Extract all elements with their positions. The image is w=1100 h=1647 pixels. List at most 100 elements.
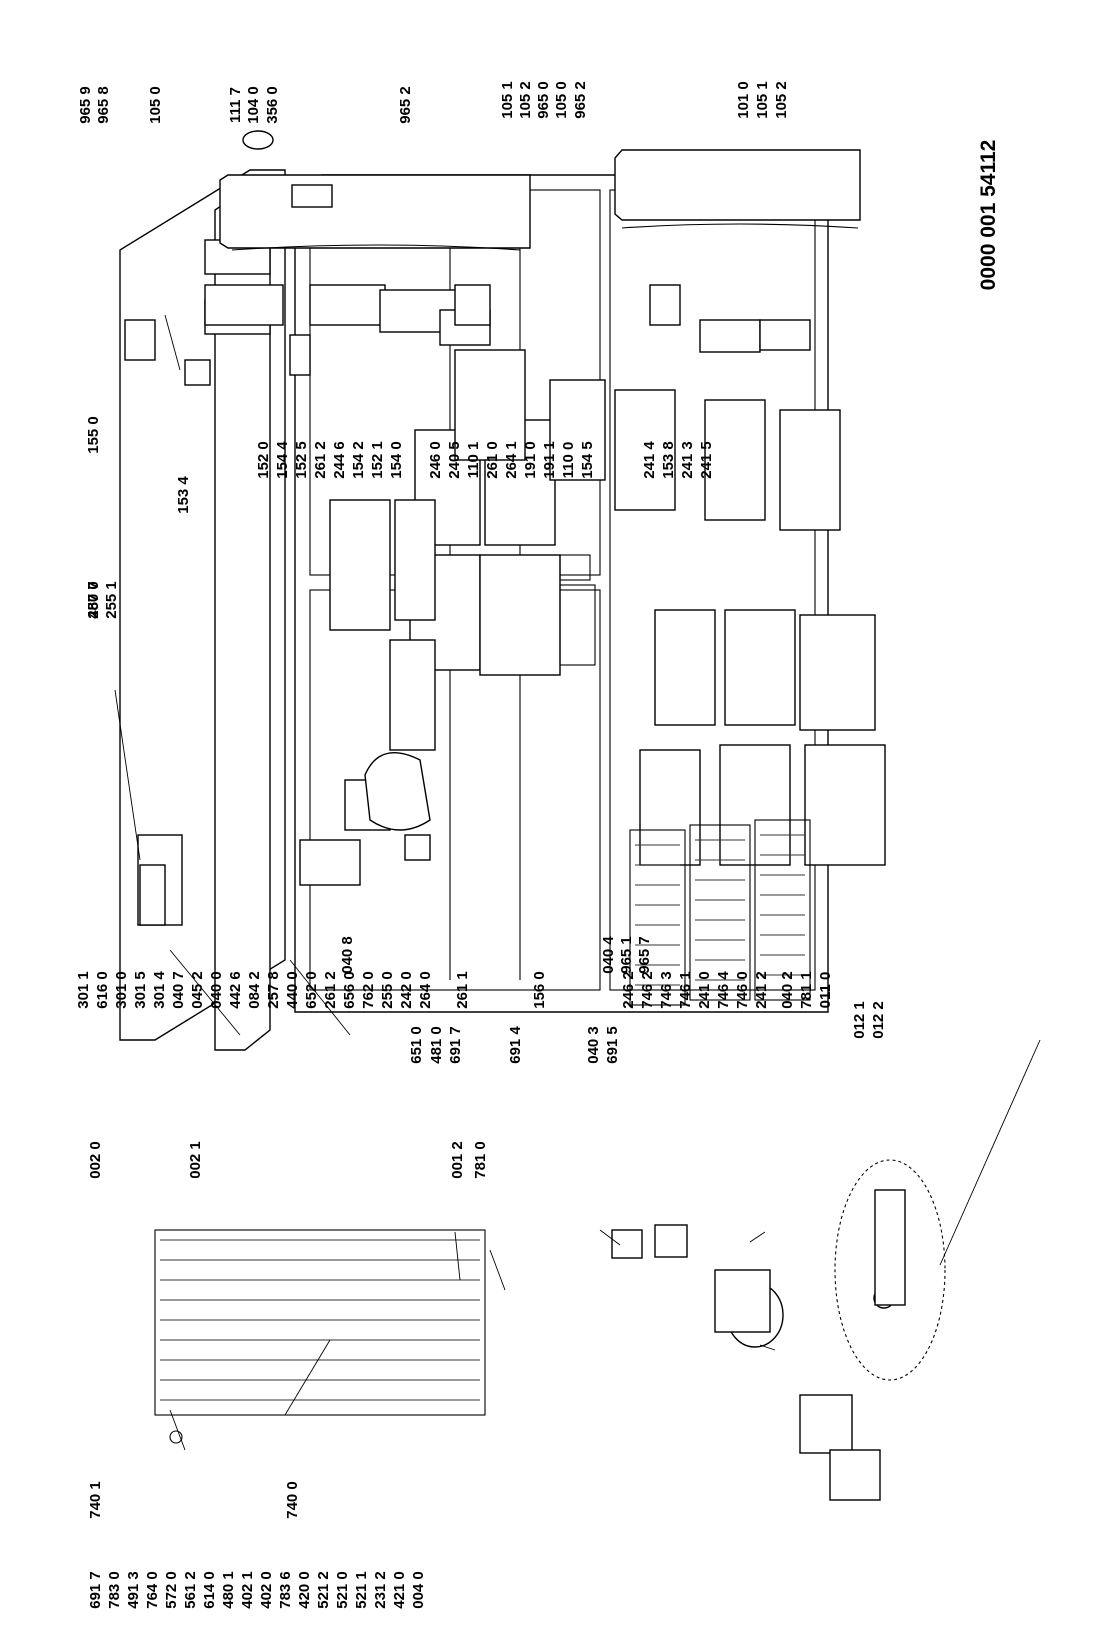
part-number-label: 110 1 xyxy=(465,442,482,479)
part-number-label: 481 0 xyxy=(428,1026,445,1064)
part-number-label: 614 0 xyxy=(201,1571,218,1609)
part-number-label: 521 1 xyxy=(353,1571,370,1609)
evaporator-grilles xyxy=(559,554,811,1006)
part-number-label: 154 4 xyxy=(274,441,291,479)
part-number-label: 191 0 xyxy=(522,441,539,479)
part-number-label: 261 2 xyxy=(312,441,329,479)
part-number-label: 965 8 xyxy=(95,86,112,124)
part-number-label: 040 8 xyxy=(339,936,356,974)
part-number-label: 521 2 xyxy=(315,1571,332,1609)
part-number-label: 781 1 xyxy=(798,971,815,1009)
part-number-label: 105 0 xyxy=(147,86,164,124)
part-number-label: 012 1 xyxy=(851,1001,868,1039)
part-number-label: 301 4 xyxy=(151,971,168,1009)
part-number-label: 084 2 xyxy=(246,971,263,1009)
part-number-label: 402 0 xyxy=(258,1571,275,1609)
part-number-label: 261 2 xyxy=(322,971,339,1009)
fan-cover-group xyxy=(137,834,183,926)
compressor-assembly xyxy=(611,1224,895,1501)
part-number-label: 764 0 xyxy=(144,1571,161,1609)
part-number-label: 040 4 xyxy=(600,936,617,974)
part-number-label: 231 2 xyxy=(372,1571,389,1609)
part-number-label: 521 0 xyxy=(334,1571,351,1609)
part-number-label: 261 0 xyxy=(484,441,501,479)
part-number-label: 740 0 xyxy=(284,1481,301,1519)
part-number-label: 561 2 xyxy=(182,1571,199,1609)
part-number-label: 105 0 xyxy=(553,81,570,119)
part-number-label: 011 0 xyxy=(817,972,834,1009)
part-number-label: 691 7 xyxy=(87,1571,104,1609)
part-number-label: 746 3 xyxy=(658,971,675,1009)
part-number-label: 781 0 xyxy=(472,1141,489,1179)
part-number-label: 691 7 xyxy=(447,1026,464,1064)
freezer-drawers xyxy=(329,349,886,866)
part-number-label: 153 8 xyxy=(660,441,677,479)
door-bins xyxy=(124,239,811,386)
part-number-label: 111 7 xyxy=(227,87,244,123)
part-number-label: 155 0 xyxy=(85,416,102,454)
part-drawings xyxy=(119,130,946,1501)
part-number-label: 656 0 xyxy=(341,971,358,1009)
condenser-coil xyxy=(154,1229,486,1444)
part-number-label: 040 3 xyxy=(585,1026,602,1064)
part-number-label: 156 0 xyxy=(531,971,548,1009)
part-number-label: 616 0 xyxy=(94,971,111,1009)
part-number-label: 240 5 xyxy=(446,441,463,479)
part-number-label: 241 3 xyxy=(679,441,696,479)
part-number-label: 746 0 xyxy=(734,971,751,1009)
part-number-label: 153 4 xyxy=(175,476,192,514)
lower-door xyxy=(614,149,861,229)
part-number-label: 255 0 xyxy=(379,971,396,1009)
part-number-label: 783 0 xyxy=(106,1571,123,1609)
document-number: 0000 001 54112 xyxy=(977,140,1000,291)
part-number-label: 691 5 xyxy=(604,1026,621,1064)
part-number-label: 105 1 xyxy=(499,81,516,119)
part-number-label: 965 2 xyxy=(572,81,589,119)
part-number-label: 154 2 xyxy=(350,441,367,479)
part-number-label: 572 0 xyxy=(163,1571,180,1609)
part-number-label: 040 7 xyxy=(170,971,187,1009)
part-number-label: 255 1 xyxy=(103,581,120,619)
part-number-label: 154 0 xyxy=(388,441,405,479)
part-number-label: 356 0 xyxy=(264,86,281,124)
part-number-label: 105 2 xyxy=(773,81,790,119)
part-number-label: 241 4 xyxy=(641,441,658,479)
part-number-label: 242 0 xyxy=(398,971,415,1009)
part-number-label: 762 0 xyxy=(360,971,377,1009)
part-number-label: 244 6 xyxy=(331,441,348,479)
part-number-label: 004 0 xyxy=(410,1571,427,1609)
part-number-label: 045 2 xyxy=(189,971,206,1009)
part-number-label: 152 0 xyxy=(255,441,272,479)
part-number-label: 301 0 xyxy=(113,971,130,1009)
part-number-label: 257 8 xyxy=(265,971,282,1009)
part-number-label: 154 5 xyxy=(579,441,596,479)
part-number-label: 746 1 xyxy=(677,971,694,1009)
part-number-label: 965 1 xyxy=(618,936,635,974)
part-number-label: 101 0 xyxy=(735,81,752,119)
part-number-label: 152 1 xyxy=(369,441,386,479)
part-number-label: 246 0 xyxy=(427,441,444,479)
part-number-label: 191 1 xyxy=(541,441,558,479)
part-number-label: 002 1 xyxy=(187,1141,204,1179)
part-number-label: 301 5 xyxy=(132,971,149,1009)
part-number-label: 965 2 xyxy=(397,86,414,124)
part-number-label: 110 0 xyxy=(560,442,577,479)
part-number-label: 420 0 xyxy=(296,1571,313,1609)
leader-lines xyxy=(114,314,1041,1451)
control-housing xyxy=(299,752,431,886)
part-number-label: 105 1 xyxy=(754,81,771,119)
part-number-label: 402 1 xyxy=(239,1571,256,1609)
part-number-label: 480 0 xyxy=(85,581,102,619)
part-number-label: 965 9 xyxy=(77,86,94,124)
part-number-label: 040 0 xyxy=(208,971,225,1009)
part-number-label: 421 0 xyxy=(391,1571,408,1609)
part-number-label: 012 2 xyxy=(870,1001,887,1039)
part-number-label: 264 0 xyxy=(417,971,434,1009)
part-number-label: 105 2 xyxy=(517,81,534,119)
part-number-label: 257 7 xyxy=(85,581,102,619)
part-number-label: 442 6 xyxy=(227,971,244,1009)
part-number-label: 965 7 xyxy=(636,936,653,974)
part-number-label: 652 0 xyxy=(303,971,320,1009)
